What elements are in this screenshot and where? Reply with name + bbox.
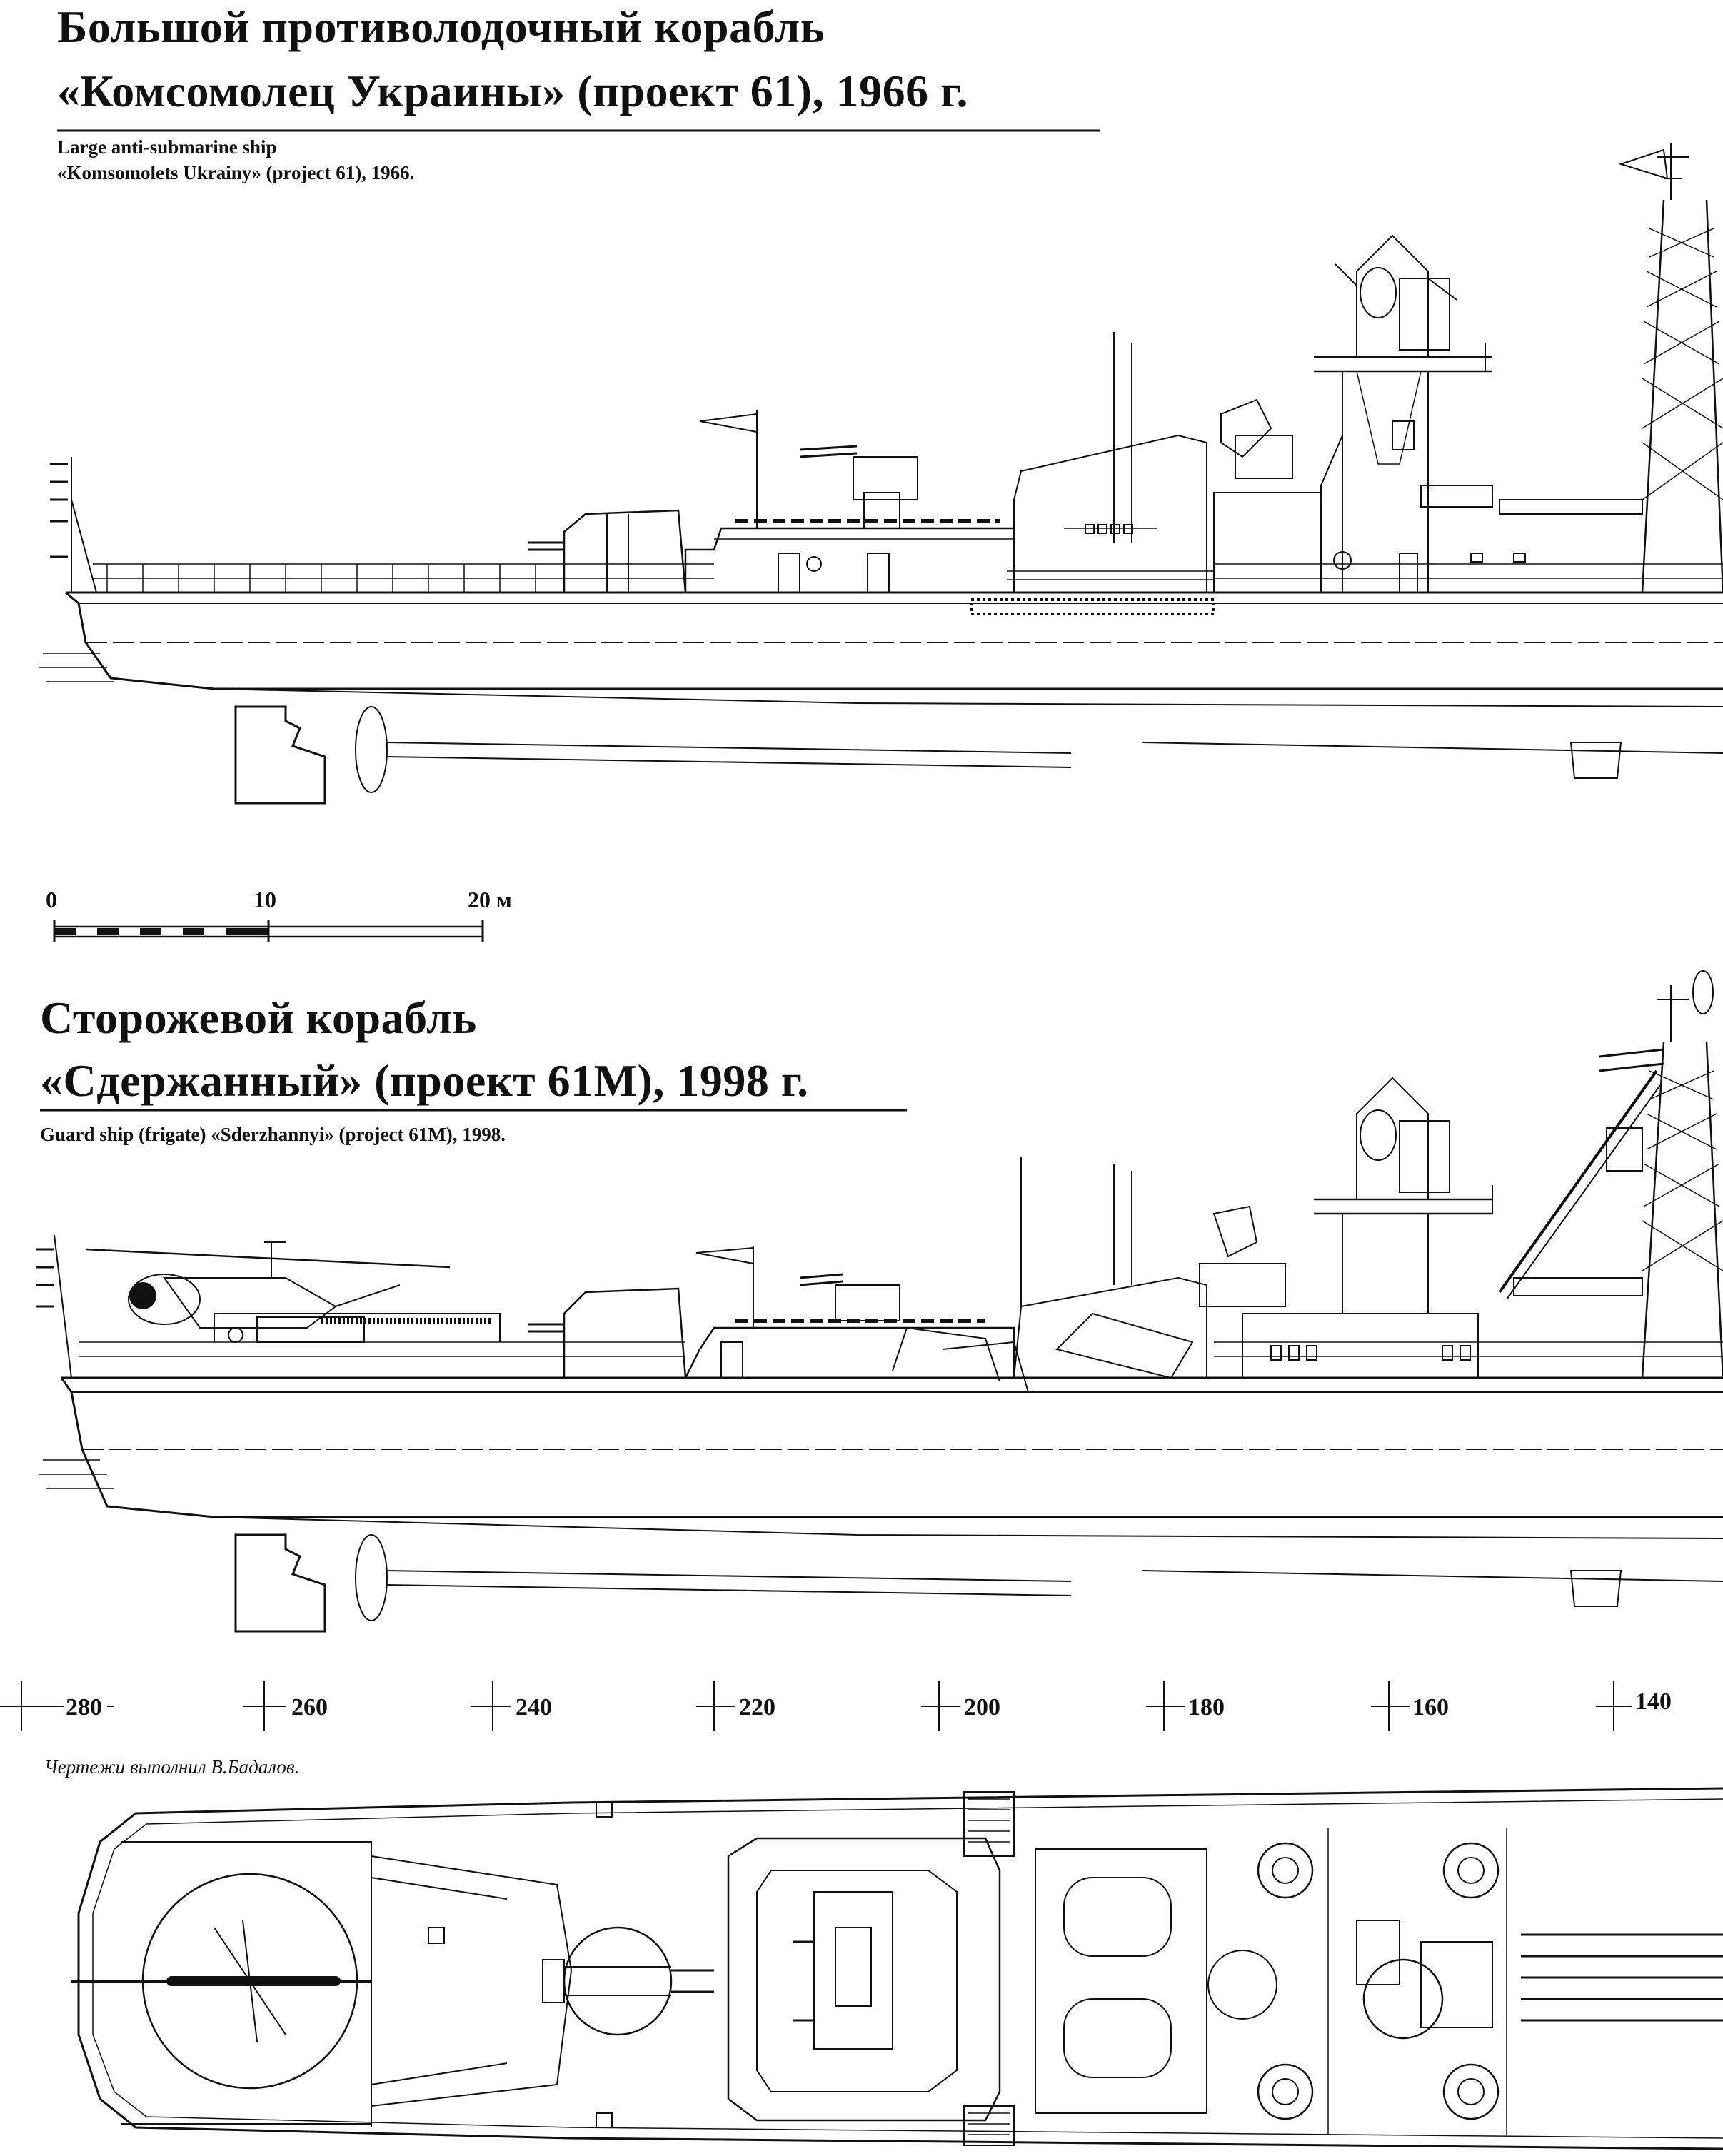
scale-bar bbox=[53, 920, 484, 942]
section2-title-ru-line1: Сторожевой корабль bbox=[40, 992, 477, 1043]
scale-label-20: 20 м bbox=[468, 887, 512, 912]
section2-title-ru-line2: «Сдержанный» (проект 61М), 1998 г. bbox=[40, 1055, 809, 1106]
helicopter bbox=[85, 1241, 451, 1343]
frame-label-140: 140 bbox=[1635, 1688, 1672, 1715]
drawing-credit: Чертежи выполнил В.Бадалов. bbox=[44, 1756, 300, 1778]
scale-label-0: 0 bbox=[46, 887, 57, 912]
frame-label-240: 240 bbox=[516, 1694, 552, 1721]
frame-label-220: 220 bbox=[739, 1694, 775, 1721]
section1-title-en-line2: «Komsomolets Ukrainy» (project 61), 1966… bbox=[57, 162, 415, 183]
section1-title-ru-line1: Большой противолодочный корабль bbox=[57, 1, 825, 52]
scale-label-10: 10 bbox=[253, 887, 276, 912]
section1-title-en-line1: Large anti-submarine ship bbox=[57, 136, 277, 158]
frame-label-160: 160 bbox=[1412, 1694, 1449, 1721]
frame-label-180: 180 bbox=[1188, 1694, 1225, 1721]
ship1-side-profile bbox=[39, 143, 1723, 805]
frame-label-200: 200 bbox=[964, 1694, 1000, 1721]
frame-ruler bbox=[0, 1681, 1632, 1731]
ship2-side-profile bbox=[36, 970, 1723, 1633]
ship2-deck-plan bbox=[71, 1787, 1723, 2150]
frame-label-260: 260 bbox=[291, 1694, 328, 1721]
section1-title-ru-line2: «Комсомолец Украины» (проект 61), 1966 г… bbox=[57, 66, 968, 116]
section2-title-en: Guard ship (frigate) «Sderzhannyi» (proj… bbox=[40, 1124, 506, 1145]
frame-label-280: 280 bbox=[66, 1694, 102, 1721]
